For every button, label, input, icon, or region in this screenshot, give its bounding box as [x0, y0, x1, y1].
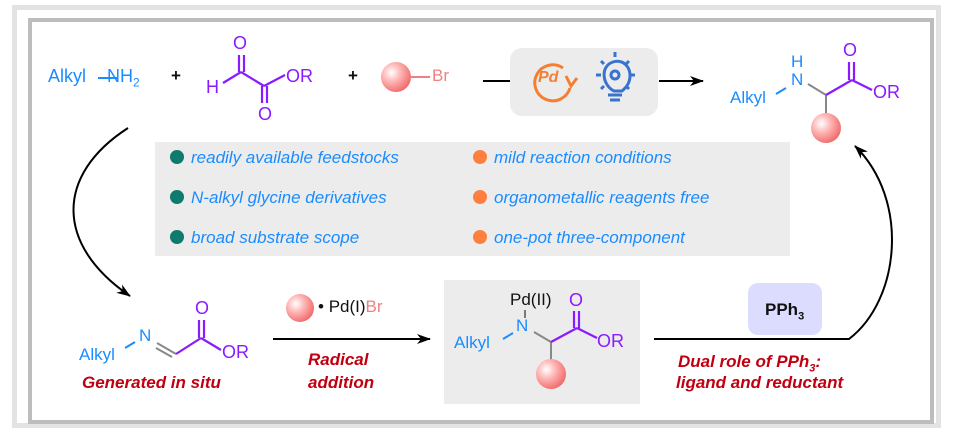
- br-label: Br: [365, 297, 383, 316]
- intermediate-or: OR: [597, 331, 624, 351]
- imine-n: N: [139, 326, 152, 345]
- intermediate-n-c-bond: [533, 331, 552, 343]
- feature-text: mild reaction conditions: [494, 148, 672, 167]
- intermediate-alkyl-n-bond: [502, 332, 514, 340]
- dual-role-caption-1: Dual role of PPh3:: [678, 352, 821, 374]
- imine-double-bond: [155, 342, 177, 358]
- radical-caption-2: addition: [308, 373, 375, 392]
- curved-arrow-left: [72, 127, 131, 297]
- teal-bullet-icon: [170, 230, 184, 244]
- feature-item: broad substrate scope: [170, 228, 359, 248]
- radical-sphere-icon: [286, 294, 314, 322]
- dual-role-colon: :: [815, 352, 822, 371]
- feature-text: broad substrate scope: [191, 228, 360, 247]
- pd-catalytic-cycle-icon: [533, 63, 579, 103]
- teal-bullet-icon: [170, 190, 184, 204]
- pph-text: PPh: [765, 300, 799, 319]
- feature-item: one-pot three-component: [473, 228, 685, 248]
- generated-in-situ-caption: Generated in situ: [82, 373, 221, 392]
- amine-reactant: Alkyl NH2: [48, 66, 140, 90]
- feature-item: organometallic reagents free: [473, 188, 709, 208]
- pd-catalyst-label: Pd: [538, 69, 559, 86]
- glyoxylate-bonds: [222, 55, 286, 103]
- product-alkyl: Alkyl: [730, 88, 766, 107]
- orange-bullet-icon: [473, 190, 487, 204]
- features-box: [155, 142, 790, 256]
- intermediate-alkyl: Alkyl: [454, 333, 490, 352]
- pd-i-label: Pd(I): [328, 297, 366, 316]
- product-or: OR: [873, 82, 900, 102]
- pph3-box: [748, 283, 822, 335]
- intermediate-pd-ii: Pd(II): [510, 290, 552, 309]
- radical-reagent: • Pd(I)Br: [318, 297, 383, 317]
- intermediate-o: O: [569, 290, 584, 310]
- aryl-sphere-icon: [381, 62, 411, 92]
- glyoxylate-or: OR: [286, 66, 313, 86]
- product-n-c-bond: [807, 83, 827, 96]
- product-alkyl-n-bond: [775, 87, 787, 95]
- radical-caption-1: Radical: [308, 350, 369, 369]
- imine-alkyl: Alkyl: [79, 345, 115, 364]
- dual-role-text: Dual role of PPh: [678, 352, 810, 371]
- light-bulb-icon: [596, 52, 635, 102]
- imine-o: O: [195, 298, 210, 318]
- product-h: H: [791, 52, 804, 71]
- intermediate-ester-bonds: [550, 311, 598, 343]
- feature-text: one-pot three-component: [494, 228, 685, 247]
- feature-item: mild reaction conditions: [473, 148, 672, 168]
- glyoxylate-h: H: [206, 77, 219, 97]
- product-ester-bonds: [825, 62, 873, 96]
- product-n: N: [791, 70, 804, 89]
- feature-text: readily available feedstocks: [191, 148, 399, 167]
- intermediate-n: N: [516, 316, 529, 335]
- glyoxylate-o-bottom: O: [258, 104, 273, 124]
- dual-role-caption-2: ligand and reductant: [676, 373, 844, 392]
- bromide-br: Br: [432, 66, 449, 85]
- nh2-subscript: 2: [133, 75, 140, 90]
- imine-alkyl-n-bond: [124, 341, 136, 349]
- feature-item: readily available feedstocks: [170, 148, 399, 168]
- pph3-label: PPh3: [765, 300, 804, 322]
- imine-or: OR: [222, 342, 249, 362]
- feature-text: organometallic reagents free: [494, 188, 710, 207]
- product-o: O: [843, 40, 858, 60]
- glyoxylate-o-top: O: [233, 33, 248, 53]
- intermediate-sphere-icon: [536, 359, 566, 389]
- feature-text: N-alkyl glycine derivatives: [191, 188, 387, 207]
- orange-bullet-icon: [473, 230, 487, 244]
- nh-label: NH: [107, 66, 134, 86]
- teal-bullet-icon: [170, 150, 184, 164]
- pph3-subscript: 3: [798, 310, 805, 323]
- plus-sign-2: +: [348, 66, 358, 85]
- alkyl-label: Alkyl: [48, 66, 87, 86]
- pph3-return-arrow: [654, 145, 893, 340]
- orange-bullet-icon: [473, 150, 487, 164]
- feature-item: N-alkyl glycine derivatives: [170, 188, 387, 208]
- imine-ester-bonds: [175, 320, 222, 355]
- radical-dot: •: [318, 297, 324, 316]
- dual-role-subscript: 3: [809, 362, 816, 375]
- product-sphere-icon: [811, 113, 841, 143]
- plus-sign-1: +: [171, 66, 181, 85]
